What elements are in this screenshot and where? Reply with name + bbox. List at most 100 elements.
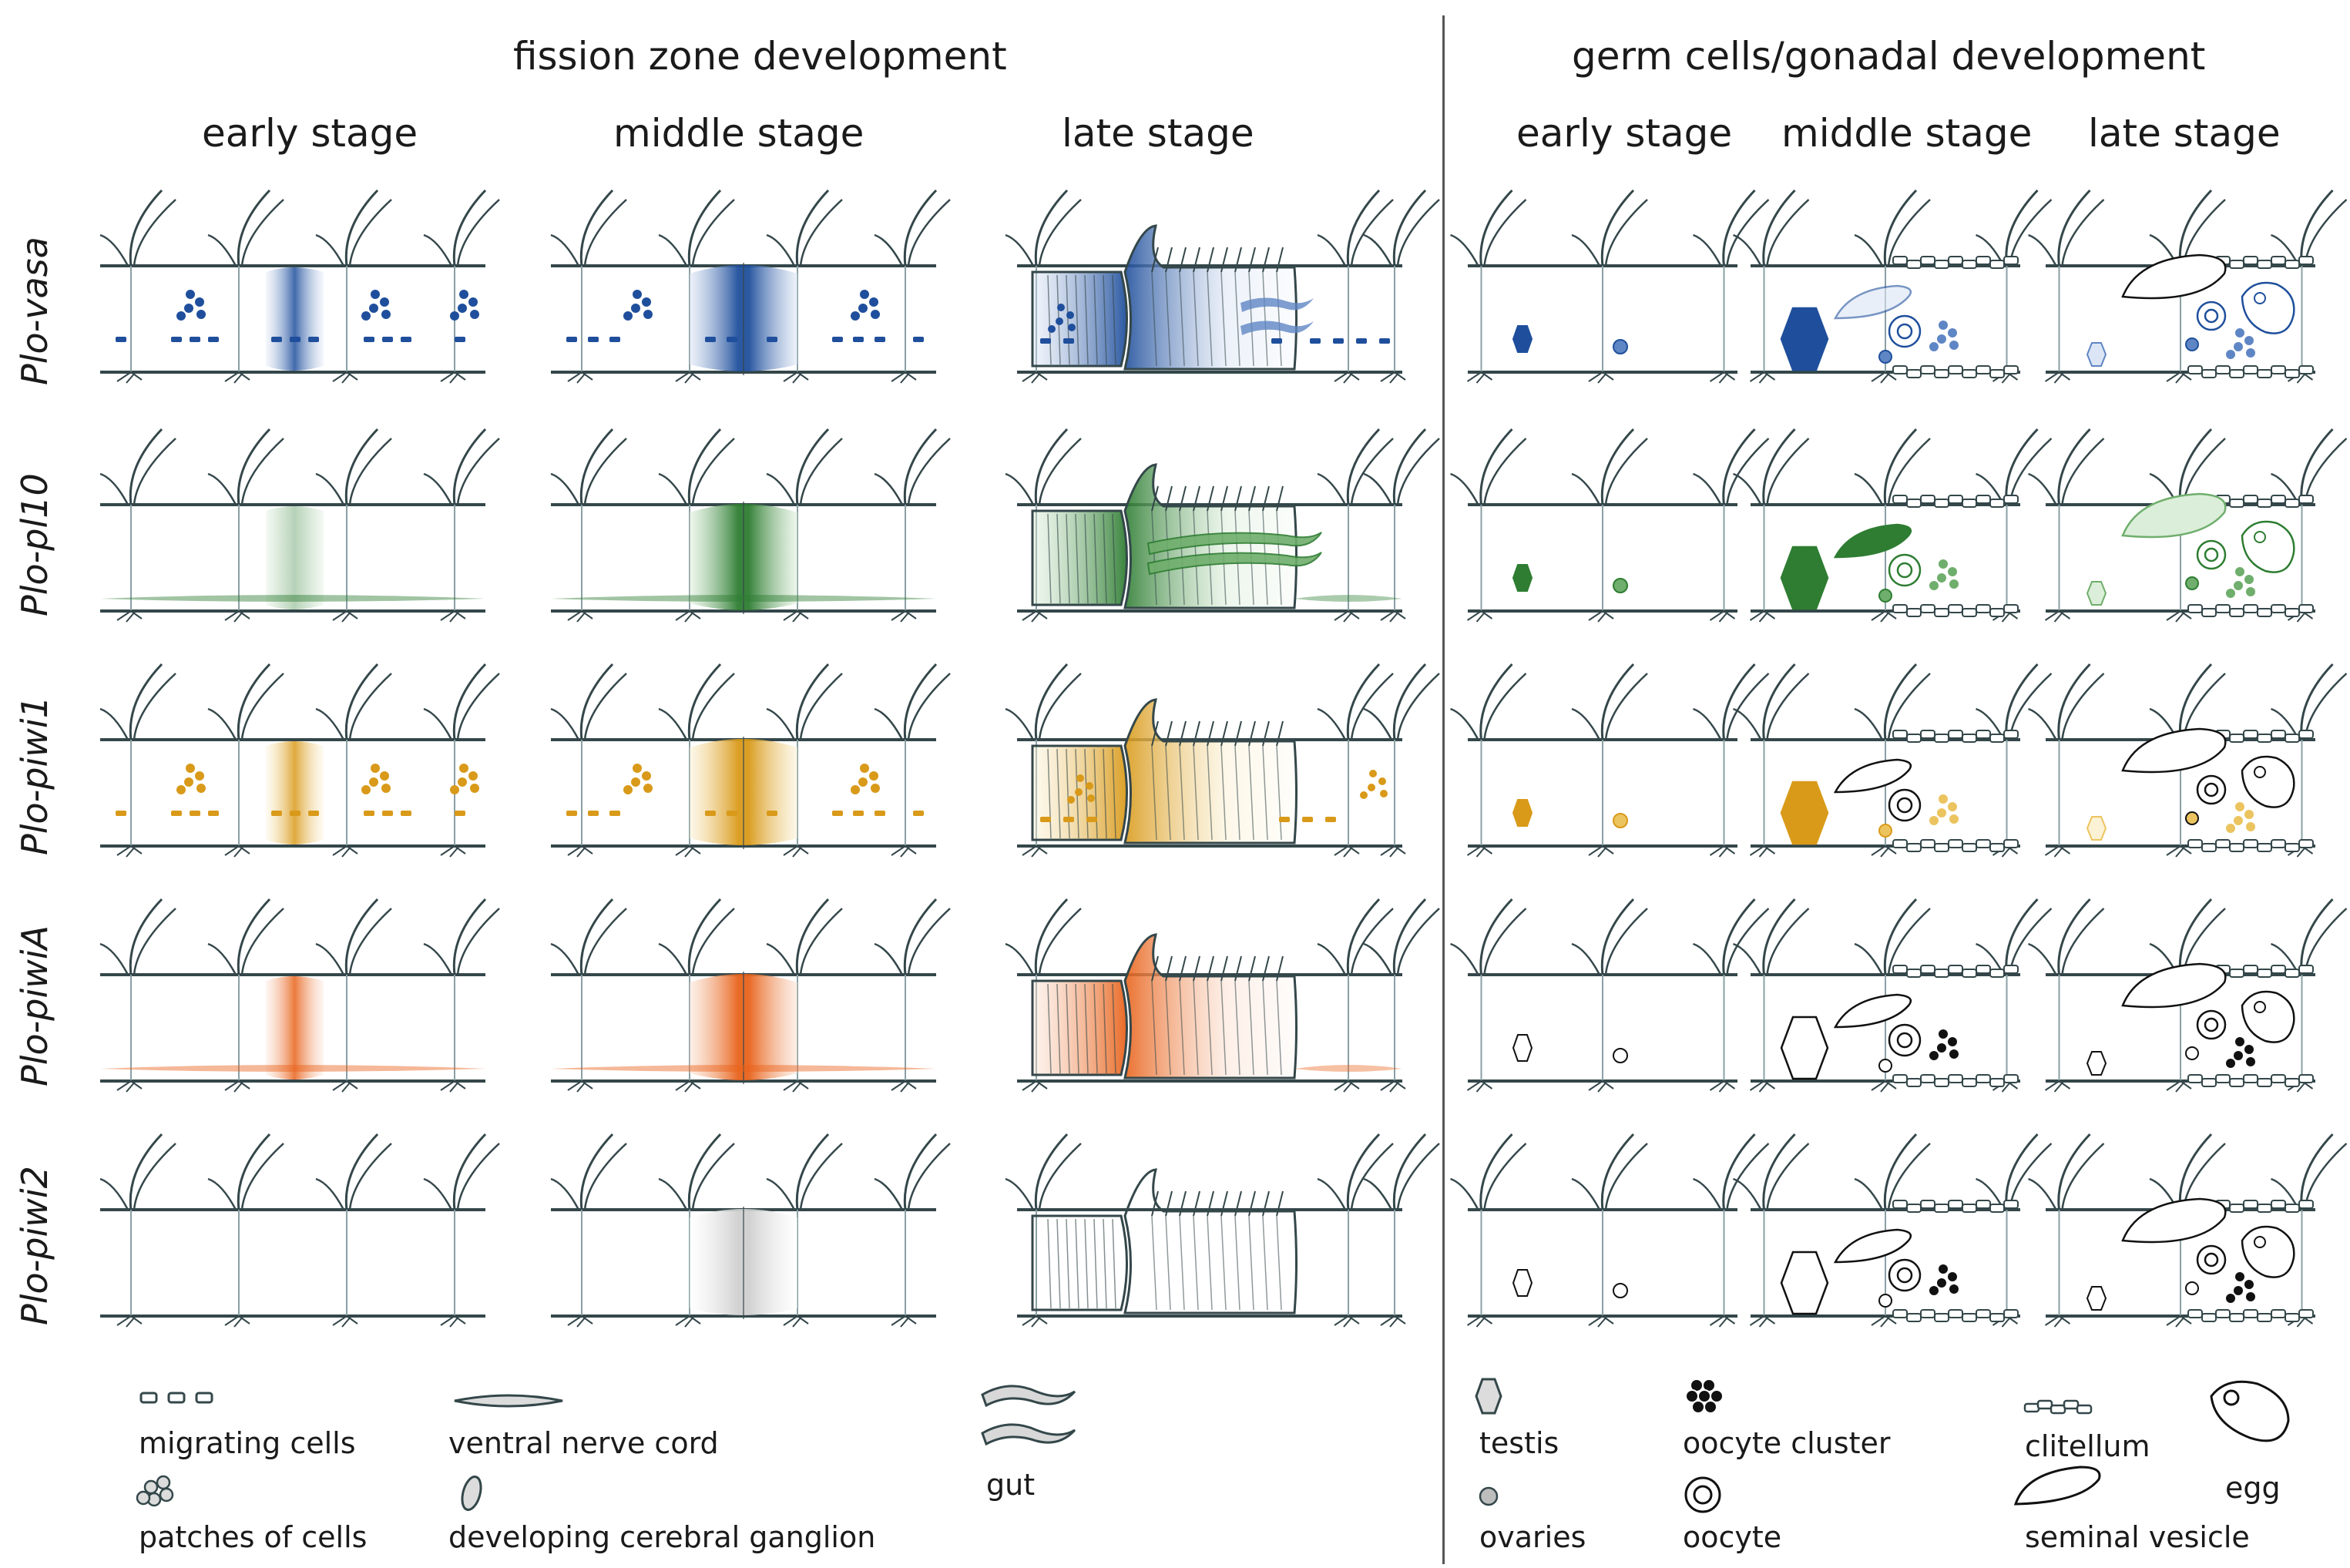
fission-zone-anterior	[1031, 270, 1128, 368]
oocyte	[1888, 1258, 1922, 1292]
seminal-vesicle	[1833, 523, 1912, 559]
oocyte-nucleus	[2204, 1017, 2219, 1032]
seminal-vesicle	[2121, 253, 2227, 300]
legend-label-seminal-vesicle: seminal vesicle	[2025, 1520, 2250, 1554]
germ-panel-3-0	[1450, 898, 1770, 1093]
oocyte	[1888, 553, 1922, 587]
egg-nucleus	[2254, 1236, 2266, 1248]
oocyte	[2196, 774, 2227, 805]
stage-label-fission-early: early stage	[202, 111, 418, 156]
ovary	[2185, 1281, 2199, 1295]
legend-patches-of-cells-symbol	[136, 1475, 174, 1507]
ovary	[2185, 1046, 2199, 1060]
stage-label-germ-middle: middle stage	[1781, 111, 2033, 156]
fission-zone	[266, 267, 324, 371]
egg	[2241, 281, 2295, 334]
fission-early-panel-0	[99, 189, 500, 384]
legend-label-migrating-cells: migrating cells	[139, 1426, 356, 1460]
ovary	[1613, 339, 1628, 354]
germ-panel-4-1	[1733, 1133, 2053, 1328]
seminal-vesicle	[2121, 962, 2227, 1009]
oocyte-nucleus	[2204, 1252, 2219, 1267]
germ-panel-4-0	[1450, 1133, 1770, 1328]
testis	[2086, 581, 2107, 606]
fission-zone-anterior	[1031, 1214, 1128, 1311]
clitellum-cell	[2003, 365, 2019, 374]
legend-label-developing-cerebral-ganglion: developing cerebral ganglion	[448, 1520, 876, 1554]
ovary	[2185, 576, 2199, 590]
legend-gut-symbol	[981, 1385, 1076, 1446]
ovary	[1613, 578, 1628, 593]
fission-early-panel-4	[99, 1133, 500, 1328]
clitellum-cell	[2003, 965, 2019, 974]
egg	[2241, 1225, 2295, 1278]
oocyte	[1888, 314, 1922, 348]
germ-panel-2-2	[2028, 663, 2348, 858]
clitellum-cell	[2003, 839, 2019, 848]
ovary	[1878, 589, 1892, 603]
fission-early-panel-1	[99, 428, 500, 623]
section-divider	[1442, 15, 1445, 1564]
clitellum-cell	[2003, 495, 2019, 504]
oocyte-nucleus	[1896, 323, 1913, 340]
gut	[1240, 321, 1314, 335]
gut	[1146, 552, 1322, 576]
seminal-vesicle	[2121, 1197, 2227, 1244]
heading-fission-zone-development: fission zone development	[513, 34, 1007, 79]
fission-late-panel-4	[1005, 1133, 1440, 1328]
legend-clitellum-symbol	[2023, 1399, 2093, 1415]
fission-middle-panel-1	[550, 428, 951, 623]
egg	[2241, 990, 2295, 1043]
ovary	[1613, 1283, 1628, 1298]
fission-zone-posterior	[1123, 933, 1298, 1079]
fission-late-panel-2	[1005, 663, 1440, 858]
fission-late-panel-1	[1005, 428, 1440, 623]
legend-label-patches-of-cells: patches of cells	[139, 1520, 368, 1554]
fission-early-panel-3	[99, 898, 500, 1093]
egg	[2241, 755, 2295, 808]
germ-panel-3-1	[1733, 898, 2053, 1093]
fission-late-panel-3	[1005, 898, 1440, 1093]
clitellum-cell	[2003, 730, 2019, 739]
gut	[1240, 297, 1314, 312]
legend-label-ventral-nerve-cord: ventral nerve cord	[448, 1426, 719, 1460]
ovary	[1878, 1059, 1892, 1073]
testis	[2086, 1051, 2107, 1076]
seminal-vesicle	[2121, 492, 2227, 539]
legend-label-clitellum: clitellum	[2025, 1429, 2150, 1463]
testis	[1512, 564, 1533, 592]
germ-panel-1-2	[2028, 428, 2348, 623]
legend-egg-symbol	[2210, 1380, 2290, 1442]
stage-label-fission-late: late stage	[1062, 111, 1254, 156]
legend-label-gut: gut	[986, 1468, 1036, 1502]
clitellum-cell	[2298, 1074, 2314, 1083]
oocyte	[2196, 301, 2227, 331]
testis	[1780, 546, 1829, 610]
legend-cerebral-ganglion-symbol	[461, 1476, 482, 1511]
egg-nucleus	[2254, 766, 2266, 778]
legend-label-ovaries: ovaries	[1479, 1520, 1586, 1554]
clitellum-cell	[2298, 1200, 2314, 1209]
legend-seminal-vesicle-symbol	[2013, 1466, 2101, 1506]
germ-panel-0-1	[1733, 189, 2053, 384]
fission-zone-posterior	[1123, 1168, 1298, 1315]
seminal-vesicle	[1833, 1228, 1912, 1264]
clitellum-cell	[2298, 256, 2314, 265]
clitellum-cell	[2298, 839, 2314, 848]
oocyte-nucleus	[1896, 1267, 1913, 1284]
fission-zone-anterior	[1031, 509, 1128, 606]
testis	[2086, 1286, 2107, 1311]
seminal-vesicle	[1833, 284, 1912, 320]
clitellum-cell	[2003, 1074, 2019, 1083]
seminal-vesicle	[1833, 993, 1912, 1029]
germ-panel-4-2	[2028, 1133, 2348, 1328]
heading-germ-cells-gonadal-development: germ cells/gonadal development	[1572, 34, 2206, 79]
testis	[1780, 1016, 1829, 1080]
egg-nucleus	[2254, 1001, 2266, 1013]
clitellum-cell	[2298, 730, 2314, 739]
clitellum-cell	[2003, 1309, 2019, 1318]
germ-panel-2-1	[1733, 663, 2053, 858]
germ-panel-1-0	[1450, 428, 1770, 623]
legend-label-oocyte: oocyte	[1683, 1520, 1782, 1554]
